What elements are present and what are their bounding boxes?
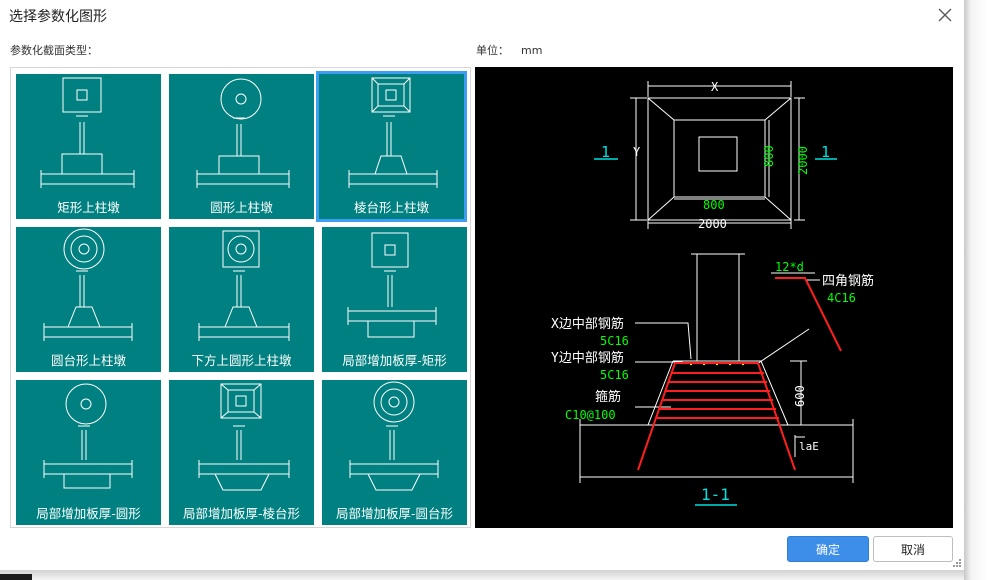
- stirrup-value: C10@100: [565, 408, 616, 422]
- shape-label: 圆台形上柱墩: [50, 353, 126, 368]
- cancel-button[interactable]: 取消: [873, 536, 953, 562]
- preview-drawing: 800 2000 800 2000 X Y 1 1: [551, 80, 874, 506]
- dialog: 选择参数化图形 参数化截面类型： 单位： mm 矩形上柱墩: [9, 4, 962, 568]
- rect-column-icon: [40, 77, 135, 188]
- dim-600: 600: [793, 385, 807, 407]
- window-shadow-right: [964, 0, 988, 580]
- square-base-round-column-icon: [198, 230, 290, 341]
- x-bar-value: 5C16: [600, 334, 629, 348]
- shape-tile-frustum-column[interactable]: 棱台形上柱墩: [316, 71, 467, 222]
- y-bar-value: 5C16: [600, 368, 629, 382]
- round-column-icon: [196, 78, 290, 188]
- dim-800-vertical: 800: [762, 145, 776, 167]
- shape-label: 局部增加板厚-圆台形: [335, 506, 453, 521]
- shape-label: 局部增加板厚-棱台形: [182, 506, 300, 521]
- shape-tile-thicken-round-frustum[interactable]: 局部增加板厚-圆台形: [322, 380, 467, 525]
- dialog-title: 选择参数化图形: [9, 9, 107, 25]
- shape-tile-thicken-frustum[interactable]: 局部增加板厚-棱台形: [169, 380, 314, 525]
- rebar-lines: [637, 277, 842, 471]
- unit-label: 单位： mm: [476, 42, 542, 58]
- corner-bar-value: 4C16: [827, 291, 856, 305]
- taskbar-strip: [0, 574, 32, 580]
- dim-2000-horizontal: 2000: [698, 217, 727, 231]
- shape-tile-round-column[interactable]: 圆形上柱墩: [169, 74, 314, 219]
- thicken-round-icon: [43, 383, 133, 489]
- section-title: 1-1: [701, 485, 730, 504]
- corner-bar-label: 四角钢筋: [822, 273, 874, 289]
- dim-lae: laE: [799, 440, 819, 453]
- stirrup-label: 箍筋: [595, 389, 621, 405]
- unit-value: mm: [521, 44, 543, 57]
- shape-label: 棱台形上柱墩: [353, 200, 429, 215]
- shape-tile-rect-column[interactable]: 矩形上柱墩: [16, 74, 161, 219]
- close-icon[interactable]: [934, 4, 956, 26]
- x-bar-label: X边中部钢筋: [551, 316, 624, 332]
- unit-caption: 单位：: [476, 44, 509, 57]
- shape-label: 下方上圆形上柱墩: [191, 353, 292, 368]
- dim-800-horizontal: 800: [703, 198, 725, 212]
- shape-label: 局部增加板厚-矩形: [342, 353, 447, 368]
- shape-label: 矩形上柱墩: [57, 200, 120, 215]
- shape-tile-round-frustum-column[interactable]: 圆台形上柱墩: [16, 227, 161, 372]
- shape-tile-thicken-round[interactable]: 局部增加板厚-圆形: [16, 380, 161, 525]
- ok-button[interactable]: 确定: [787, 536, 869, 562]
- resize-grip-icon[interactable]: [952, 558, 962, 568]
- round-frustum-column-icon: [43, 228, 133, 341]
- dim-2000-vertical: 2000: [796, 146, 810, 175]
- section-mark-left: 1: [601, 143, 610, 161]
- preview-panel: 800 2000 800 2000 X Y 1 1: [475, 67, 953, 528]
- thicken-rect-icon: [347, 232, 437, 338]
- thicken-round-frustum-icon: [349, 381, 439, 491]
- window-shadow-bottom: [0, 570, 964, 580]
- shape-grid: 矩形上柱墩 圆形上柱墩: [10, 67, 471, 528]
- thicken-frustum-icon: [198, 383, 290, 491]
- label-12d: 12*d: [775, 260, 804, 274]
- section-mark-right: 1: [821, 143, 830, 161]
- shape-tile-thicken-rect[interactable]: 局部增加板厚-矩形: [322, 227, 467, 372]
- shape-tile-square-base-round-column[interactable]: 下方上圆形上柱墩: [169, 227, 314, 372]
- shape-label: 圆形上柱墩: [210, 200, 273, 215]
- shape-label: 局部增加板厚-圆形: [36, 506, 141, 521]
- dim-x: X: [711, 80, 719, 94]
- frustum-column-icon: [348, 77, 438, 188]
- y-bar-label: Y边中部钢筋: [551, 350, 624, 366]
- dim-y: Y: [633, 145, 641, 159]
- section-type-label: 参数化截面类型：: [10, 44, 98, 57]
